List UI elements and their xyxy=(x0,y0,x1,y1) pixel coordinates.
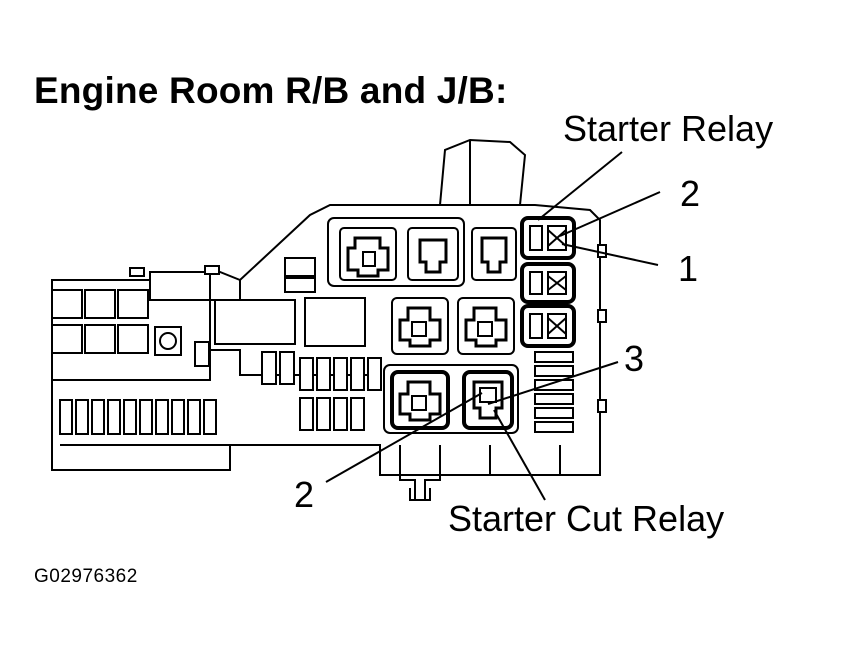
starter-relay-column xyxy=(520,216,576,348)
diagram-title: Engine Room R/B and J/B: xyxy=(34,70,508,111)
mini-fuse-column-right xyxy=(534,351,574,433)
pin-3-label: 3 xyxy=(624,338,645,379)
callout-leaders xyxy=(325,151,661,501)
junction-block-housing xyxy=(51,138,607,501)
bottom-relay-group xyxy=(383,364,519,434)
top-relay-group xyxy=(327,217,517,287)
middle-relay-group xyxy=(391,297,515,355)
pin-2-bottom-label: 2 xyxy=(294,474,315,515)
starter-relay-label: Starter Relay xyxy=(563,108,774,149)
mini-fuse-row-middle xyxy=(261,351,382,431)
starter-cut-relay-label: Starter Cut Relay xyxy=(448,498,725,539)
figure-id: G02976362 xyxy=(34,566,138,587)
pin-1-label: 1 xyxy=(678,248,699,289)
mini-fuse-row-left xyxy=(59,399,217,435)
left-fuse-group xyxy=(51,257,366,367)
pin-2-top-label: 2 xyxy=(680,173,701,214)
